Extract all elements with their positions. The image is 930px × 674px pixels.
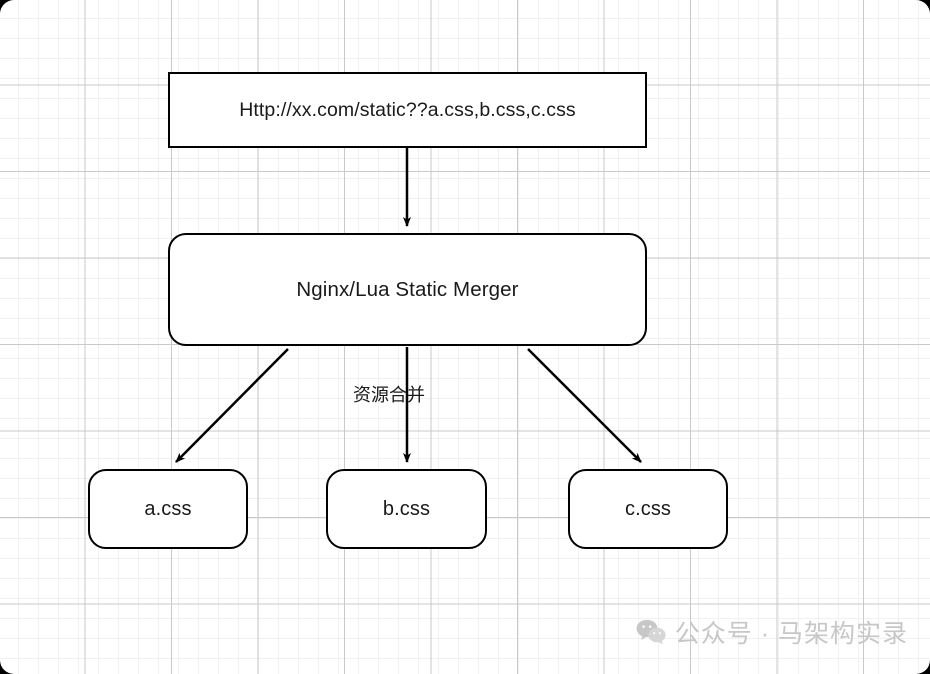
- node-merger-label: Nginx/Lua Static Merger: [296, 277, 519, 301]
- node-nginx-lua-static-merger[interactable]: Nginx/Lua Static Merger: [168, 233, 647, 346]
- node-c-css-label: c.css: [624, 497, 672, 520]
- edge-label-resource-merge: 资源合并: [353, 385, 425, 405]
- node-a-css-label: a.css: [144, 497, 192, 520]
- node-request[interactable]: Http://xx.com/static??a.css,b.css,c.css: [168, 72, 647, 148]
- node-a-css[interactable]: a.css: [88, 469, 248, 549]
- watermark: 公众号 · 马架构实录: [636, 614, 908, 650]
- node-b-css[interactable]: b.css: [326, 469, 487, 549]
- node-c-css[interactable]: c.css: [568, 469, 728, 549]
- watermark-text: 公众号 · 马架构实录: [674, 620, 908, 648]
- node-request-label: Http://xx.com/static??a.css,b.css,c.css: [239, 98, 576, 121]
- wechat-icon: [636, 619, 666, 645]
- node-b-css-label: b.css: [382, 497, 431, 520]
